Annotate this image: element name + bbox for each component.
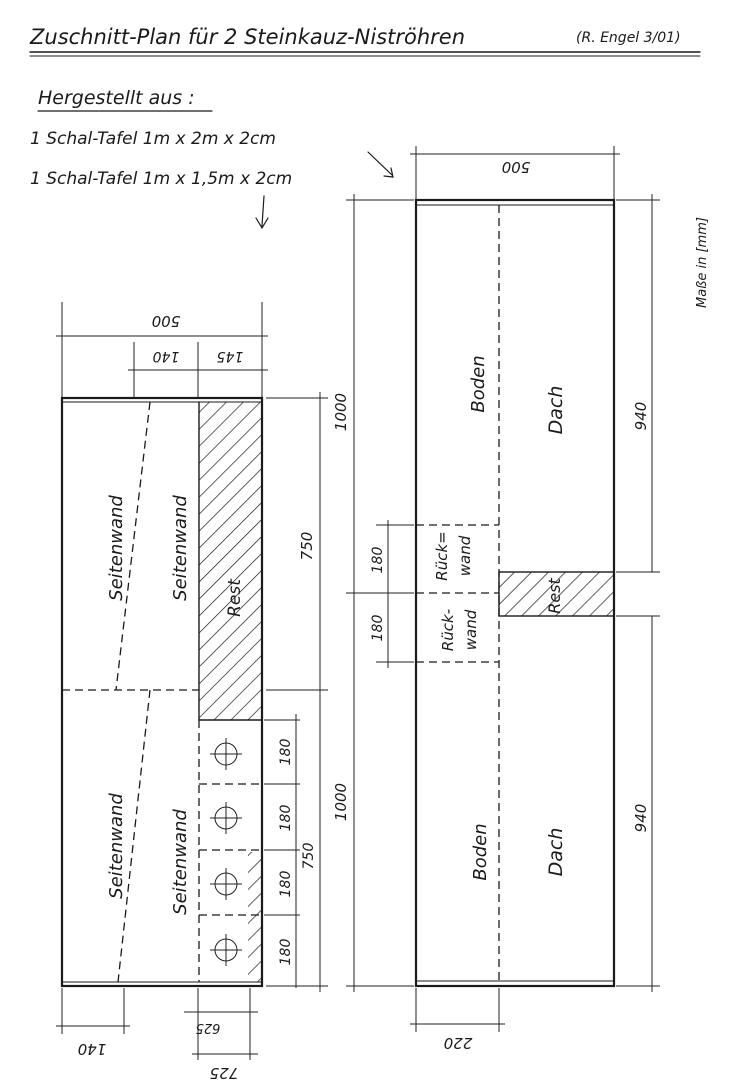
left-rest-hatch bbox=[199, 402, 262, 720]
left-seitenwand-4: Seitenwand bbox=[170, 809, 191, 915]
left-cell-dim-3: 180 bbox=[278, 871, 294, 898]
right-rw-top: 180 bbox=[370, 547, 386, 574]
right-rw-bottom: 180 bbox=[370, 615, 386, 642]
left-width-total: 500 bbox=[152, 312, 181, 330]
right-dach-top: Dach bbox=[545, 386, 567, 435]
units-note: Maße in [mm] bbox=[695, 217, 710, 308]
left-seitenwand-2: Seitenwand bbox=[170, 495, 191, 601]
left-board: 500 140 145 Seitenwand Seitenwand Re bbox=[56, 302, 328, 1082]
page-title: Zuschnitt-Plan für 2 Steinkauz-Niströhre… bbox=[29, 25, 465, 49]
left-width-b: 145 bbox=[217, 348, 244, 364]
right-rest-label: Rest bbox=[545, 577, 564, 613]
right-rueckwand-bot-2: wand bbox=[462, 609, 480, 650]
right-boden-bottom: Boden bbox=[470, 823, 491, 880]
right-dach-bottom: Dach bbox=[545, 828, 567, 877]
right-rest-hatch bbox=[498, 571, 615, 617]
right-width-total: 500 bbox=[502, 158, 531, 176]
right-rueckwand-top-1: Rück= bbox=[433, 531, 451, 580]
arrow-to-left-board bbox=[255, 195, 269, 230]
left-seitenwand-3: Seitenwand bbox=[106, 793, 127, 899]
right-height-bottom: 1000 bbox=[332, 783, 350, 821]
right-side-bottom: 940 bbox=[632, 804, 650, 833]
left-seitenwand-1: Seitenwand bbox=[106, 495, 127, 601]
materials-item-1: 1 Schal-Tafel 1m x 2m x 2cm bbox=[30, 129, 276, 149]
right-side-top: 940 bbox=[632, 402, 650, 431]
arrow-to-right-board bbox=[367, 151, 394, 178]
left-small-hatch bbox=[248, 852, 262, 982]
left-cell-dim-2: 180 bbox=[278, 805, 294, 832]
materials-heading: Hergestellt aus : bbox=[38, 87, 195, 109]
right-rueckwand-bot-1: Rück- bbox=[439, 609, 457, 651]
left-width-a: 140 bbox=[153, 348, 180, 364]
left-bottom-b: 625 bbox=[196, 1020, 221, 1035]
author-note: (R. Engel 3/01) bbox=[576, 30, 681, 46]
left-side-top: 750 bbox=[298, 532, 316, 561]
left-side-bottom: 750 bbox=[301, 843, 317, 870]
left-rest-label: Rest bbox=[225, 578, 245, 617]
right-height-top: 1000 bbox=[332, 393, 350, 431]
materials-item-2: 1 Schal-Tafel 1m x 1,5m x 2cm bbox=[30, 169, 292, 189]
right-boden-top: Boden bbox=[468, 355, 489, 412]
left-cell-dim-1: 180 bbox=[278, 739, 294, 766]
right-board: 500 Boden Dach Rück= wand Rück- wand Res… bbox=[332, 146, 660, 1052]
left-bottom-a: 140 bbox=[78, 1040, 107, 1058]
right-rueckwand-top-2: wand bbox=[456, 535, 474, 576]
right-bottom-width: 220 bbox=[444, 1034, 473, 1052]
left-bottom-c: 725 bbox=[210, 1064, 239, 1082]
left-cell-dim-4: 180 bbox=[278, 939, 294, 966]
